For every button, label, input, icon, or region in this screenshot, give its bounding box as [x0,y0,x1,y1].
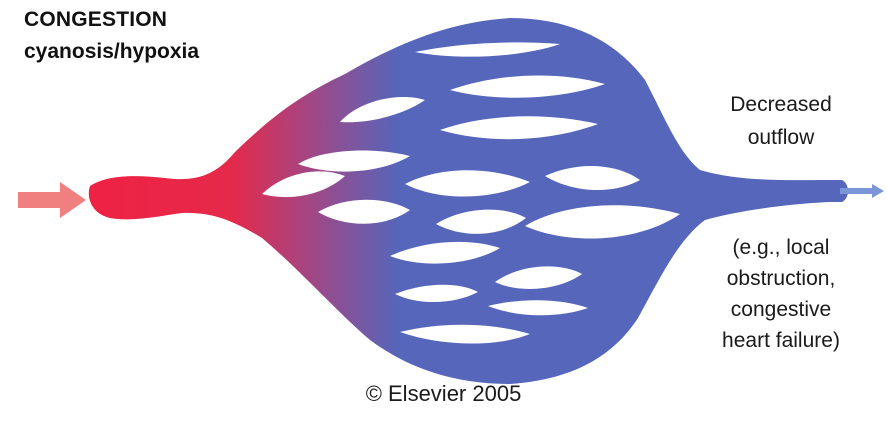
copyright-notice: © Elsevier 2005 [0,381,887,407]
outflow-label-line: outflow [676,121,886,154]
diagram-title: CONGESTION [24,8,167,32]
causes-label-line: congestive [676,294,886,325]
inflow-arrow [18,182,86,218]
causes-label: (e.g., local obstruction, congestive hea… [676,232,886,356]
diagram-subtitle: cyanosis/hypoxia [24,40,199,64]
causes-label-line: (e.g., local [676,232,886,263]
outflow-label: Decreased outflow [676,88,886,154]
causes-label-line: obstruction, [676,263,886,294]
causes-label-line: heart failure) [676,325,886,356]
outflow-label-line: Decreased [676,88,886,121]
